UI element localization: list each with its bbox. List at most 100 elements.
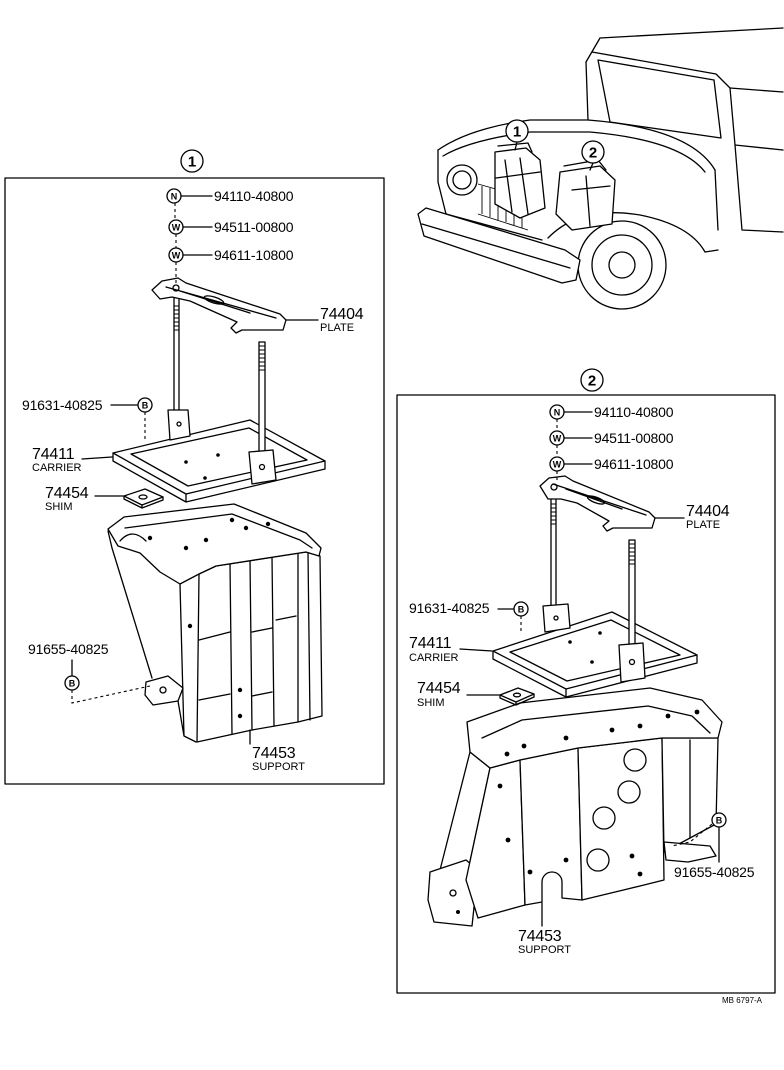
front-bumper (417, 207, 581, 284)
washer-a-part-number: 94511-00800 (594, 430, 674, 446)
panel-2-fasteners: N 94110-40800 W 94511-00800 W 94611-1080… (549, 404, 674, 480)
panel-2-labels: 74404 PLATE 91631-40825 B 74411 CARRIER … (409, 503, 755, 956)
carrier-hole (568, 640, 572, 644)
washer-b-symbol: W (553, 460, 562, 470)
support-bolt-symbol: B (69, 679, 76, 689)
plate-slot (586, 495, 606, 505)
carrier-bolt-symbol: B (518, 605, 525, 615)
marker-1-leader (514, 141, 518, 151)
rod-right-hook-hole (628, 658, 636, 666)
carrier-bolt-symbol: B (142, 401, 149, 411)
carrier-hole (590, 660, 594, 664)
nut-symbol: N (171, 192, 178, 202)
hood (437, 119, 716, 171)
wheel-rim (591, 234, 653, 296)
cab-roof (585, 27, 784, 63)
plate-name: PLATE (320, 322, 354, 334)
shim-name: SHIM (417, 697, 445, 709)
plate-hole (550, 483, 558, 491)
carrier-hole (203, 476, 207, 480)
panel-1-shim (123, 488, 164, 509)
plate-name: PLATE (686, 519, 720, 531)
headlight (446, 164, 478, 196)
support-bolt-part-number: 91655-40825 (674, 864, 755, 880)
hood-lip (442, 131, 706, 173)
shim-part-number: 74454 (417, 680, 461, 697)
vehicle-marker-1-circle (505, 119, 529, 143)
windshield-frame (591, 51, 736, 146)
rod-right-hook (618, 642, 646, 683)
plate-hole (172, 284, 180, 292)
plate-slot (203, 295, 225, 305)
support-left-foot-hole (449, 889, 457, 897)
carrier-part-number: 74411 (32, 446, 75, 463)
vehicle-illustration: 1 2 (417, 27, 784, 310)
support-name: SUPPORT (252, 761, 305, 773)
support-front-face (196, 551, 323, 743)
windshield (597, 59, 722, 139)
panel-1-support (107, 503, 323, 743)
carrier-part-number: 74411 (409, 635, 452, 652)
plate-body (151, 277, 287, 334)
panel-2: 2 (396, 368, 776, 994)
panel-1-fasteners: N 94110-40800 W 94511-00800 W 94611-1080… (166, 188, 294, 284)
rod-right-thread (259, 345, 265, 371)
rod-left (173, 294, 180, 413)
panel-1-plate (151, 277, 287, 334)
panel-2-hold-down-rods (542, 493, 646, 683)
panel-2-marker: 2 (588, 373, 596, 390)
washer-b-symbol: W (172, 251, 181, 261)
support-name: SUPPORT (518, 944, 571, 956)
panel-1: 1 (4, 149, 385, 785)
support-holes (147, 517, 271, 719)
nut-part-number: 94110-40800 (214, 188, 294, 204)
support-column-hole (623, 748, 647, 772)
carrier-hole (184, 460, 188, 464)
nut-part-number: 94110-40800 (594, 404, 674, 420)
shim-name: SHIM (45, 501, 73, 513)
plate-ribs (552, 483, 647, 516)
support-left-panel (107, 530, 197, 743)
carrier-bolt-part-number: 91631-40825 (409, 600, 490, 616)
support-flange-line (481, 705, 711, 739)
nut-symbol: N (554, 408, 561, 418)
vehicle-marker-2: 2 (589, 145, 597, 162)
carrier-name: CARRIER (32, 462, 82, 474)
vehicle-marker-2-circle (581, 140, 605, 164)
rod-right-hook (248, 449, 277, 485)
rod-left (550, 493, 557, 611)
shim-hole (512, 692, 522, 698)
washer-a-symbol: W (172, 223, 181, 233)
panel-2-frame (396, 394, 776, 994)
support-right-foot (663, 841, 717, 863)
figure-code: MB 6797-A (722, 996, 763, 1005)
rod-right-thread (629, 543, 635, 565)
cab-a-pillar (585, 61, 589, 121)
support-part-number: 74453 (252, 745, 296, 762)
panel-2-support (427, 687, 723, 927)
support-column-hole (592, 806, 616, 830)
marker-2-leader (589, 162, 594, 171)
battery-bracket-2 (555, 165, 616, 231)
panel-1-marker: 1 (188, 154, 196, 171)
rod-right-hook-hole (258, 463, 266, 471)
shim-edge (123, 495, 164, 509)
panel-2-marker-circle (580, 368, 604, 392)
front-wheel (577, 220, 667, 310)
washer-a-part-number: 94511-00800 (214, 219, 294, 235)
support-front-face (519, 747, 583, 906)
carrier-rim (509, 619, 681, 682)
shim-edge (499, 693, 535, 706)
panel-2-plate (539, 475, 656, 532)
support-holes (497, 709, 700, 877)
panel-1-frame (4, 177, 385, 785)
wheel-hub (608, 251, 636, 279)
shim-part-number: 74454 (45, 485, 89, 502)
support-bolt-axis (71, 685, 151, 704)
headlight-lens (452, 170, 472, 190)
battery-bracket-1-detail (495, 142, 541, 215)
carrier-bolt-part-number: 91631-40825 (22, 397, 103, 413)
washer-b-part-number: 94611-10800 (594, 456, 674, 472)
support-foot-hole (159, 686, 167, 694)
